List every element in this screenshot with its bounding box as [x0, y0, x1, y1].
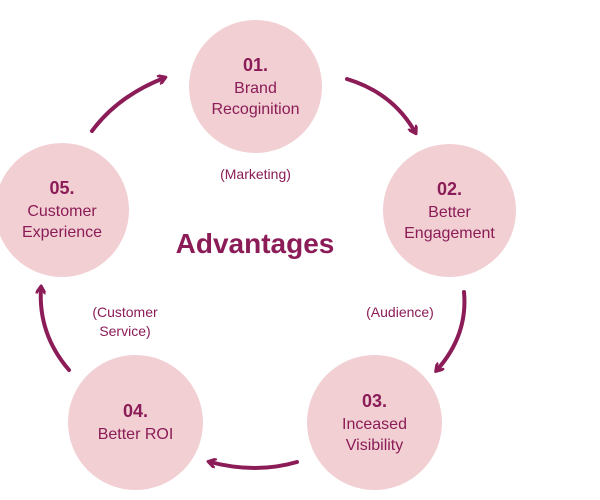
- diagram-title: Advantages: [175, 228, 335, 259]
- arrow-05-to-01: [90, 78, 164, 133]
- arrow-01-to-02: [345, 77, 415, 132]
- node-01-brand-recognition: 01. Brand Recoginition: [189, 20, 322, 153]
- node-03-increased-visibility: 03. Inceased Visibility: [307, 355, 442, 490]
- arrow-04-to-05: [41, 288, 71, 372]
- node-label: Brand Recoginition: [211, 79, 300, 118]
- note-marketing: (Marketing): [220, 166, 291, 182]
- node-number: 04.: [122, 401, 149, 421]
- node-number: 03.: [361, 390, 388, 411]
- node-label: Better ROI: [97, 426, 174, 443]
- node-04-better-roi: 04. Better ROI: [68, 355, 203, 490]
- node-02-better-engagement: 02. Better Engagement: [383, 144, 516, 277]
- node-number: 05.: [49, 178, 75, 198]
- note-customer-service: (Customer Service): [92, 304, 158, 339]
- node-05-customer-experience: 05. Customer Experience: [0, 143, 129, 277]
- arrow-02-to-03: [437, 290, 467, 370]
- node-label: Inceased Visibility: [342, 415, 407, 454]
- node-number: 02.: [436, 178, 463, 199]
- arrow-03-to-04: [210, 462, 299, 470]
- node-number: 01.: [242, 54, 269, 75]
- node-label: Better Engagement: [404, 203, 495, 242]
- node-label: Customer Experience: [21, 203, 103, 241]
- note-audience: (Audience): [366, 304, 434, 320]
